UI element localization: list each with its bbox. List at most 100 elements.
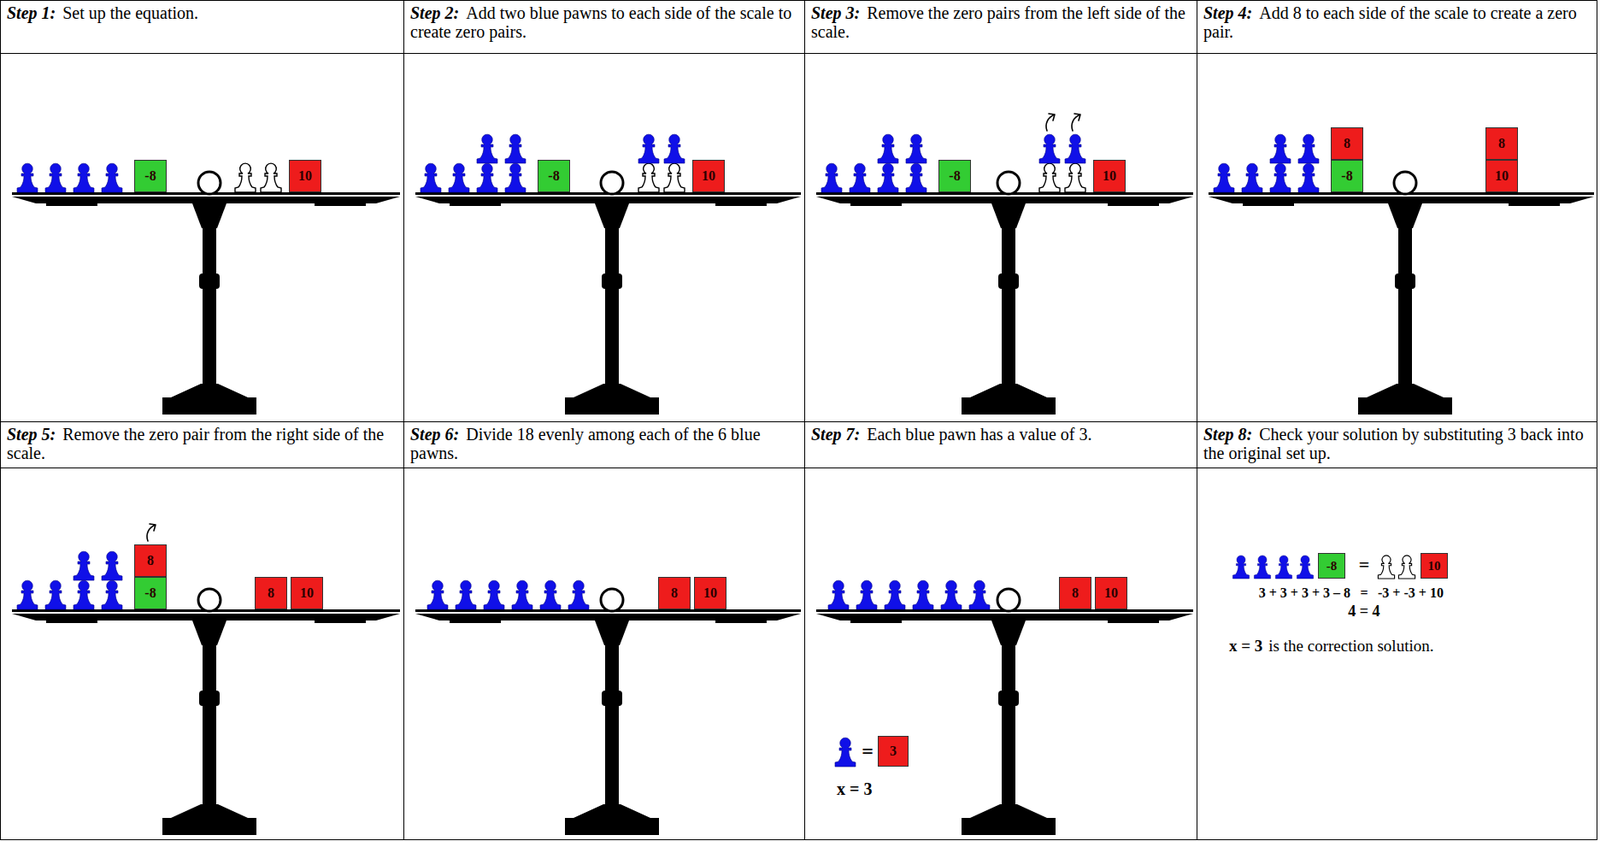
equals-sign: =: [1355, 553, 1373, 577]
scale-part: [970, 804, 1048, 818]
blue-pawn: [905, 134, 927, 164]
scale-part: [1208, 196, 1595, 204]
check-expression: -3 + -3 + 10: [1377, 584, 1444, 601]
blue-pawn: [884, 580, 906, 610]
blue-pawn: [638, 134, 659, 164]
scale-part: [1394, 171, 1417, 195]
scale-part: [449, 620, 501, 624]
remove-arrow: [1071, 113, 1081, 131]
balance-scale: [816, 588, 1194, 836]
scale-part: [850, 620, 902, 624]
step-instruction: Remove the zero pair from the right side…: [6, 424, 384, 463]
number-tile: 3: [877, 735, 909, 767]
step-header: Step 8:Check your solution by substituti…: [1197, 422, 1598, 468]
scale-part: [46, 203, 98, 206]
white-pawn: [1039, 163, 1060, 193]
blue-pawn: [73, 580, 95, 610]
blue-pawn: [505, 163, 526, 193]
tile-value: 8: [1498, 135, 1506, 152]
scale-part: [816, 613, 1194, 621]
scale-part: [564, 397, 659, 415]
tile-value: 8: [670, 585, 678, 601]
table-rule: [0, 467, 1598, 469]
white-pawn: [664, 163, 685, 193]
number-tile: 8: [1058, 576, 1092, 610]
blue-pawn: [101, 580, 123, 610]
step-label: Step 4:: [1203, 3, 1253, 23]
scale-part: [600, 588, 624, 612]
check-expression: 3 + 3 + 3 + 3 – 8: [1258, 584, 1351, 601]
tile-value: 10: [298, 168, 312, 184]
number-tile: -8: [1317, 552, 1346, 579]
scale-part: [1107, 620, 1159, 624]
step-instruction: Divide 18 evenly among each of the 6 blu…: [410, 424, 761, 463]
blue-pawn: [17, 163, 38, 193]
tile-value: 8: [1071, 585, 1079, 601]
step-header: Step 6:Divide 18 evenly among each of th…: [404, 422, 805, 468]
blue-pawn: [420, 163, 442, 193]
table-rule: [1196, 0, 1198, 841]
scale-part: [1001, 203, 1016, 389]
scale-part: [970, 383, 1048, 398]
step-instruction: Check your solution by substituting 3 ba…: [1203, 424, 1584, 463]
balance-scale: [11, 588, 400, 836]
step-label: Step 1:: [6, 3, 56, 23]
tile-value: 3: [889, 743, 897, 759]
blue-pawn: [969, 580, 990, 610]
step-instruction: Add 8 to each side of the scale to creat…: [1203, 3, 1577, 42]
white-pawn: [1398, 555, 1415, 579]
number-tile: 8: [1330, 127, 1364, 160]
blue-pawn: [45, 580, 66, 610]
step-header: Step 2:Add two blue pawns to each side o…: [404, 0, 805, 53]
scale-part: [1508, 203, 1560, 206]
scale-part: [46, 620, 98, 624]
scale-part: [715, 620, 767, 624]
blue-pawn: [849, 163, 871, 193]
scale-part: [1242, 203, 1295, 206]
tile-value: 8: [1343, 135, 1351, 152]
step-header: Step 3:Remove the zero pairs from the le…: [805, 0, 1197, 53]
blue-pawn: [1270, 134, 1291, 164]
blue-pawn: [912, 580, 934, 610]
step-label: Step 8:: [1203, 424, 1253, 444]
scale-part: [170, 383, 248, 398]
blue-pawn: [45, 163, 66, 193]
number-tile: -8: [134, 159, 167, 193]
blue-pawn: [101, 551, 123, 581]
blue-pawn: [1213, 163, 1235, 193]
remove-arrow: [147, 523, 156, 542]
balance-scale: [415, 588, 801, 836]
tile-value: 8: [147, 552, 154, 569]
blue-pawn: [1298, 134, 1319, 164]
scale-part: [199, 273, 220, 289]
blue-pawn: [1039, 134, 1060, 164]
scale-part: [605, 203, 619, 389]
scale-part: [1366, 383, 1444, 398]
table-rule: [0, 52, 1598, 54]
number-tile: 8: [1485, 127, 1518, 160]
scale-part: [573, 804, 651, 818]
step-instruction: Set up the equation.: [62, 3, 199, 23]
table-rule: [804, 0, 806, 841]
blue-pawn: [1064, 134, 1086, 164]
scale-part: [600, 171, 624, 195]
blue-pawn: [905, 163, 927, 193]
blue-pawn: [476, 134, 498, 164]
number-tile: 8: [658, 576, 691, 610]
blue-pawn: [1253, 555, 1271, 579]
white-pawn: [1377, 555, 1395, 579]
step-header: Step 4:Add 8 to each side of the scale t…: [1197, 0, 1598, 53]
white-pawn: [1064, 163, 1086, 193]
scale-part: [573, 383, 651, 398]
scale-part: [564, 817, 659, 836]
scale-part: [314, 203, 366, 206]
scale-part: [961, 817, 1056, 836]
white-pawn: [235, 163, 256, 193]
equals-sign: =: [1355, 584, 1373, 601]
scale-part: [11, 196, 400, 204]
step-label: Step 5:: [6, 424, 56, 444]
scale-part: [816, 196, 1194, 204]
step-label: Step 6:: [410, 424, 459, 444]
equals-sign: =: [858, 739, 877, 765]
blue-pawn: [73, 551, 95, 581]
